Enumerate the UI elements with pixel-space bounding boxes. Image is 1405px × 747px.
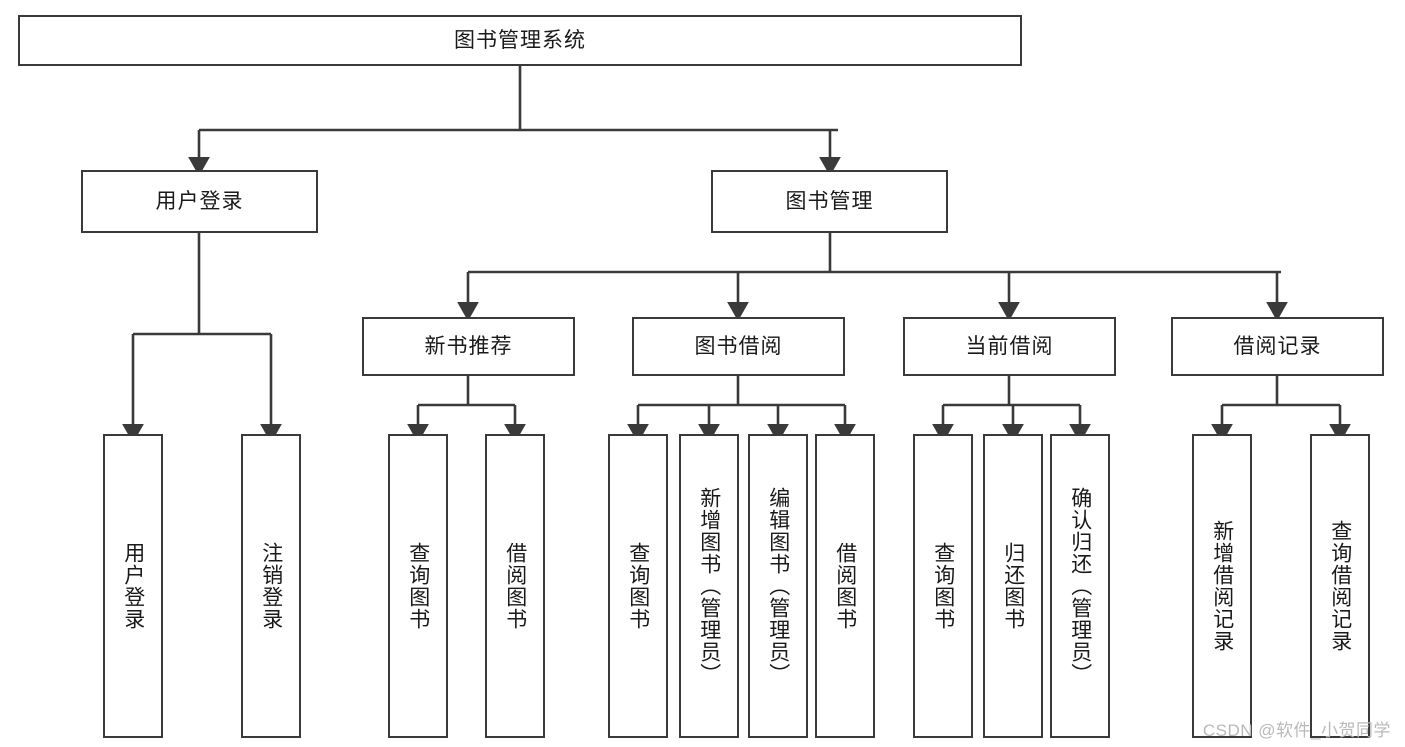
leaf-user-login-login[interactable]: 用户登录 [103,434,163,738]
node-label: 借阅记录 [1233,334,1322,358]
node-borrow-record[interactable]: 借阅记录 [1171,317,1384,376]
node-label: 图书管理 [785,189,874,213]
node-user-login[interactable]: 用户登录 [81,170,318,233]
node-label: 用户登录 [155,189,244,213]
node-label: 图书借阅 [694,334,783,358]
leaf-current-query-book[interactable]: 查询图书 [913,434,973,738]
node-new-book-recommend[interactable]: 新书推荐 [362,317,575,376]
node-label: 查询图书 [626,542,650,630]
node-book-borrow[interactable]: 图书借阅 [632,317,845,376]
node-label: 图书管理系统 [454,28,586,52]
leaf-borrow-borrow-book[interactable]: 借阅图书 [815,434,875,738]
leaf-current-confirm-return[interactable]: 确认归还（管理员） [1050,434,1110,738]
watermark: CSDN @软件_小贺同学 [1202,721,1391,740]
leaf-record-add-record[interactable]: 新增借阅记录 [1192,434,1252,738]
node-book-management[interactable]: 图书管理 [711,170,948,233]
leaf-record-query-record[interactable]: 查询借阅记录 [1310,434,1370,738]
node-root-system[interactable]: 图书管理系统 [18,15,1022,66]
node-label: 编辑图书（管理员） [766,487,790,685]
leaf-user-login-logout[interactable]: 注销登录 [241,434,301,738]
leaf-recommend-query-book[interactable]: 查询图书 [388,434,448,738]
node-label: 当前借阅 [965,334,1054,358]
node-label: 借阅图书 [833,542,857,630]
node-label: 归还图书 [1001,542,1025,630]
node-label: 确认归还（管理员） [1068,487,1092,685]
node-label: 用户登录 [121,542,145,630]
leaf-borrow-add-book[interactable]: 新增图书（管理员） [679,434,739,738]
node-label: 注销登录 [259,542,283,630]
node-label: 新增图书（管理员） [697,487,721,685]
leaf-borrow-query-book[interactable]: 查询图书 [608,434,668,738]
node-label: 查询图书 [406,542,430,630]
leaf-current-return-book[interactable]: 归还图书 [983,434,1043,738]
node-label: 借阅图书 [503,542,527,630]
leaf-recommend-borrow-book[interactable]: 借阅图书 [485,434,545,738]
node-current-borrow[interactable]: 当前借阅 [903,317,1116,376]
node-label: 查询图书 [931,542,955,630]
node-label: 查询借阅记录 [1328,520,1352,652]
leaf-borrow-edit-book[interactable]: 编辑图书（管理员） [748,434,808,738]
node-label: 新书推荐 [424,334,513,358]
node-label: 新增借阅记录 [1210,520,1234,652]
